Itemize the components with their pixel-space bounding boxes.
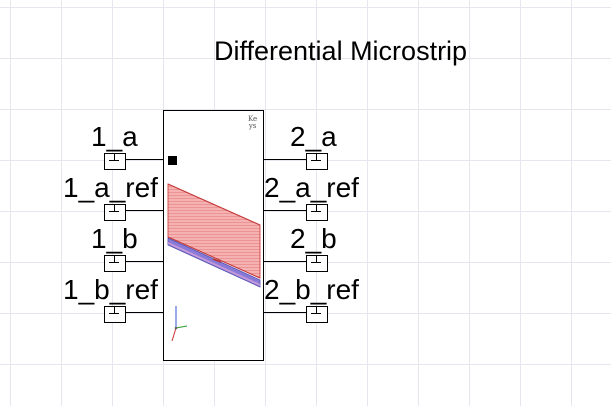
- port-label-1-a-ref: 1_a_ref: [63, 172, 158, 203]
- port-terminal-icon[interactable]: [306, 255, 328, 272]
- wire-1-a: [113, 159, 163, 160]
- dielectric-layer-shape: [168, 242, 260, 286]
- keysight-logo-icon: Ke ys: [248, 116, 257, 130]
- port-terminal-icon[interactable]: [306, 306, 328, 323]
- port-terminal-icon[interactable]: [306, 204, 328, 221]
- port-label-2-b: 2_b: [290, 223, 337, 254]
- port-label-1-b-ref: 1_b_ref: [63, 274, 158, 305]
- component-title: Differential Microstrip: [214, 36, 468, 66]
- port-terminal-icon[interactable]: [104, 255, 126, 272]
- axis-origin: [174, 326, 178, 330]
- port-terminal-icon[interactable]: [104, 153, 126, 170]
- xyz-axes-icon: [171, 306, 188, 342]
- logo-line-2: ys: [248, 122, 257, 130]
- port-terminal-icon[interactable]: [104, 306, 126, 323]
- microstrip-3d-preview-icon: [167, 183, 261, 342]
- pin1-marker-icon: [168, 156, 177, 165]
- wire-2-a: [264, 159, 317, 160]
- port-label-1-b: 1_b: [91, 223, 138, 254]
- port-label-2-a-ref: 2_a_ref: [264, 172, 359, 203]
- wire-2-a-ref: [264, 210, 317, 211]
- port-label-2-b-ref: 2_b_ref: [264, 274, 359, 305]
- wire-1-b-ref: [113, 312, 163, 313]
- port-label-1-a: 1_a: [91, 121, 138, 152]
- wire-2-b-ref: [264, 312, 317, 313]
- strip-center-mark: [212, 258, 222, 263]
- wire-2-b: [264, 261, 317, 262]
- strip-top-edge: [167, 183, 261, 226]
- port-label-2-a: 2_a: [290, 121, 337, 152]
- logo-line-1: Ke: [248, 115, 258, 123]
- port-terminal-icon[interactable]: [306, 153, 328, 170]
- wire-1-b: [113, 261, 163, 262]
- axis-z-line: [171, 327, 177, 342]
- port-terminal-icon[interactable]: [104, 204, 126, 221]
- wire-1-a-ref: [113, 210, 163, 211]
- strip-bottom-edge: [167, 236, 261, 279]
- axis-x-line: [175, 325, 188, 329]
